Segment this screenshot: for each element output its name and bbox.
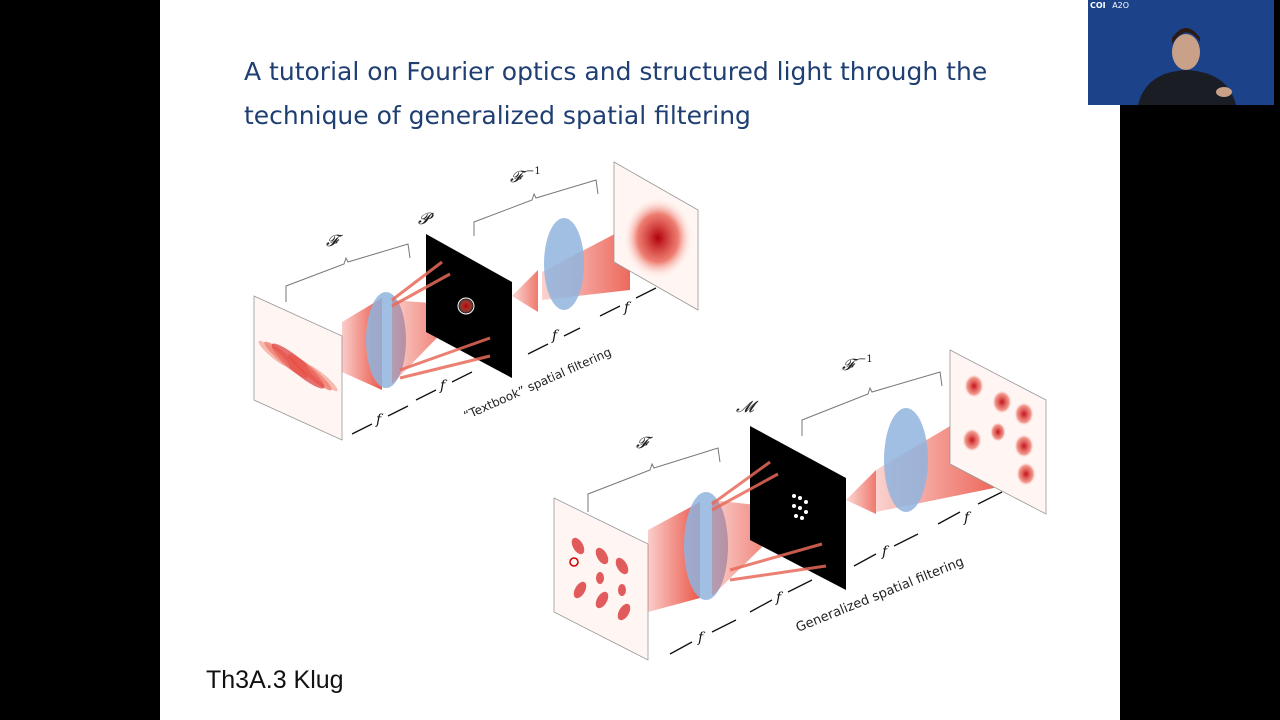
bottom-label-M: 𝓜 [736,397,759,416]
top-brace-Finv [473,179,599,236]
bottom-lens-2 [884,408,928,512]
top-brace-F [285,243,411,302]
bottom-f-3: f [881,544,890,560]
bottom-f-4: f [963,510,972,526]
video-overlay-label: COI A2O [1090,1,1129,10]
bottom-diffraction-orders [711,460,827,582]
top-f-3: f [551,328,560,344]
bottom-output-spots [962,374,1036,486]
top-filter-aperture [458,298,474,314]
top-beam-out [512,270,538,312]
top-f-4: f [623,300,632,316]
slide: A tutorial on Fourier optics and structu… [160,0,1120,720]
bottom-input-pattern [571,537,631,621]
slide-title: A tutorial on Fourier optics and structu… [244,50,1024,138]
top-setup: 𝓕 𝓟 𝓕 −1 f f f f “Textbook” spatial filt… [253,161,699,441]
top-label-Finv-sup: −1 [526,166,541,177]
bottom-input-marker [569,557,579,567]
bottom-brace-F [587,447,721,512]
participant-video [1088,0,1274,105]
slide-title-line1: A tutorial on Fourier optics and structu… [244,57,988,86]
top-input-fringes [258,340,338,392]
participant-video-tile[interactable]: COI A2O [1088,0,1274,105]
coi-logo: COI [1090,1,1106,10]
bottom-setup: 𝓕 𝓜 𝓕 −1 f f f f Generalized spatial fil… [553,349,1047,661]
top-f-1: f [375,412,384,428]
bottom-mask-holes [792,494,808,520]
bottom-f-1: f [697,630,706,646]
top-lens-2 [544,218,584,310]
slide-footer: Th3A.3 Klug [206,666,344,694]
bottom-label-F: 𝓕 [636,433,654,452]
bottom-f-2: f [775,590,784,606]
slide-title-line2: technique of generalized spatial filteri… [244,101,751,130]
top-label-P: 𝓟 [418,209,434,228]
optics-figure: 𝓕 𝓟 𝓕 −1 f f f f “Textbook” spatial filt… [253,161,1047,661]
top-focal-arrows [351,287,657,435]
top-f-2: f [439,378,448,394]
bottom-brace-Finv [801,371,943,436]
bottom-label-Finv-sup: −1 [858,354,873,365]
top-output-spot [624,198,692,278]
video-label-text: A2O [1112,1,1130,10]
top-diffraction-orders [391,260,491,380]
bottom-focal-arrows [669,491,1003,655]
top-label-F: 𝓕 [326,231,344,250]
bottom-beam-out [846,470,876,514]
